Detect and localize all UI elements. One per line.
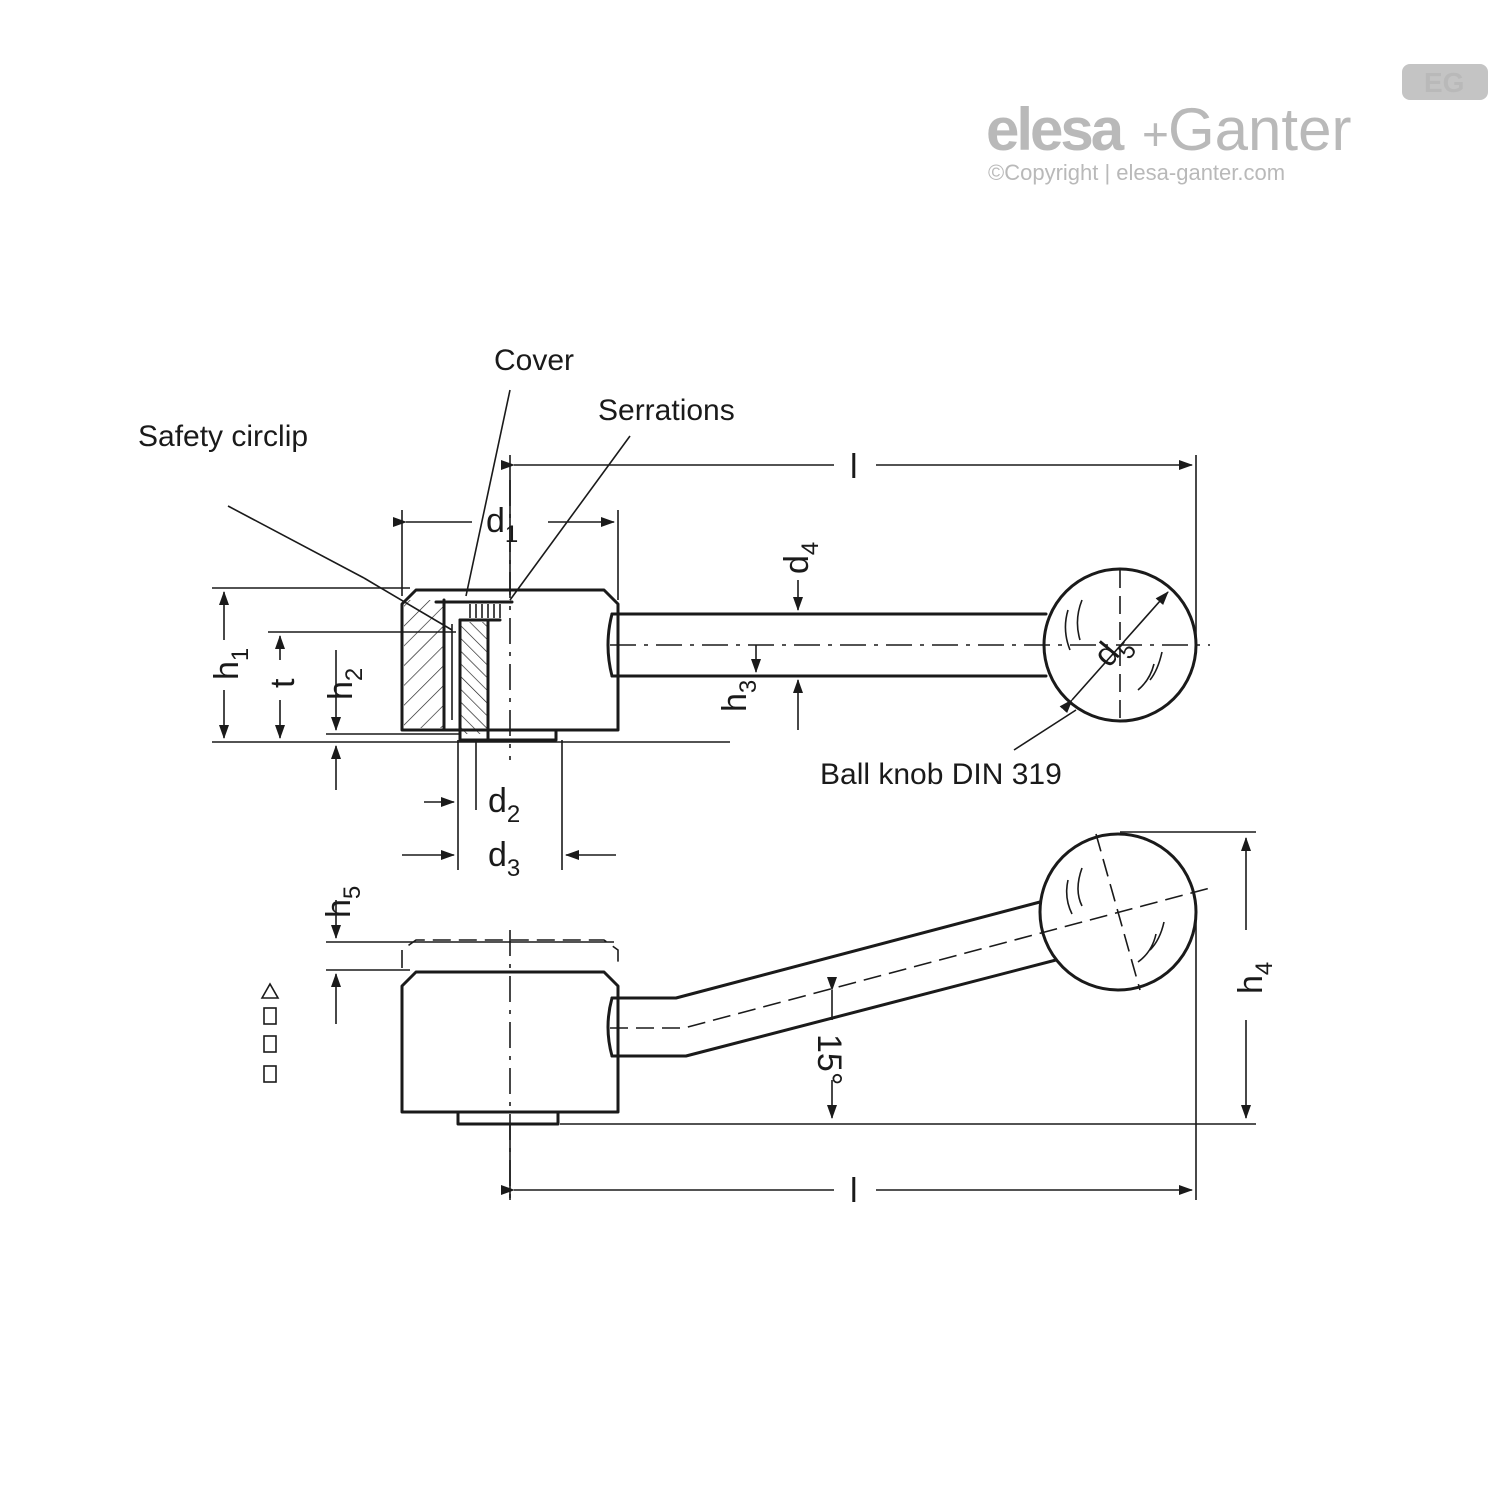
dim-h2: h2	[322, 668, 368, 700]
logo-word-ganter: Ganter	[1168, 96, 1351, 163]
hub-section-hatch	[404, 600, 444, 728]
dim-d4: d4	[778, 542, 824, 574]
callout-cover: Cover	[494, 344, 574, 377]
hub-outline-bottom	[400, 970, 620, 1114]
direction-symbol	[260, 982, 280, 1083]
lever-arm	[610, 612, 1048, 678]
hub-spigot	[456, 1110, 560, 1126]
callout-ball-knob: Ball knob DIN 319	[820, 758, 1062, 791]
dim-d1: d1	[486, 502, 518, 548]
dim-t: t	[264, 678, 302, 688]
copyright-text: ©Copyright | elesa-ganter.com	[988, 160, 1285, 185]
dim-l-bottom: l	[850, 1172, 858, 1210]
dim-d2: d2	[488, 782, 520, 828]
angled-lever	[610, 900, 1042, 1000]
hub-outline	[400, 588, 620, 732]
logo-word-elesa: elesa	[986, 96, 1125, 163]
dim-h3: h3	[716, 680, 762, 712]
dim-d3: d3	[488, 836, 520, 882]
callout-serrations: Serrations	[598, 394, 735, 427]
logo-badge-text: EG	[1424, 67, 1464, 98]
dim-l-top: l	[850, 448, 858, 486]
callout-safety-circlip: Safety circlip	[138, 420, 308, 453]
logo-plus: +	[1142, 108, 1169, 160]
dim-d5: d5	[1086, 625, 1142, 679]
brand-logo: EG elesa + Ganter ©Copyright | elesa-gan…	[986, 64, 1488, 185]
hub-raised-phantom	[401, 939, 619, 968]
dim-h1: h1	[208, 648, 254, 680]
logo-badge	[1402, 64, 1488, 100]
dim-h5: h5	[320, 886, 366, 918]
top-view: d5 l d1 d4 h3 h1	[138, 344, 1210, 882]
dim-h4: h4	[1232, 962, 1278, 994]
bushing-section	[460, 622, 488, 734]
bottom-view: h5 15° h4 l	[260, 831, 1278, 1210]
dim-angle-15: 15°	[810, 1034, 848, 1085]
serrations-mark	[469, 604, 501, 618]
